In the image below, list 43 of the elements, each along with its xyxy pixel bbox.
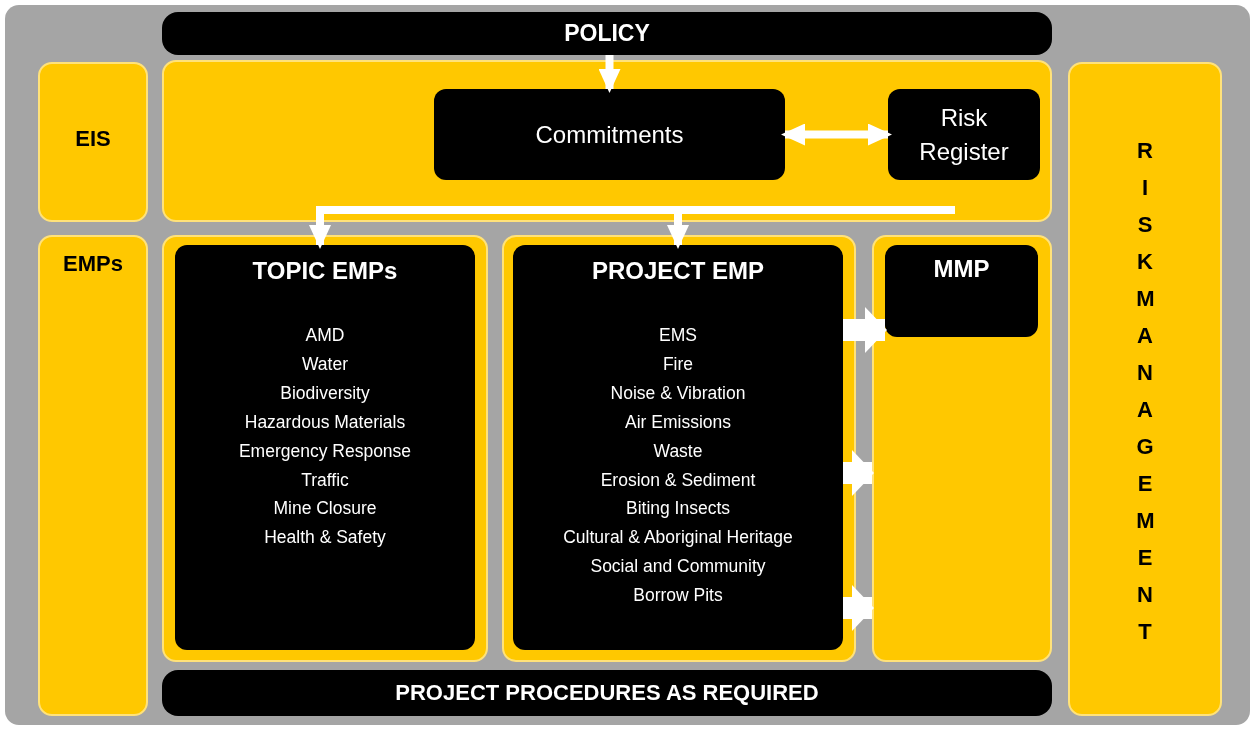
box-label: Risk Register (918, 102, 1010, 167)
section-label-panel (38, 235, 148, 716)
section-label-panel (38, 62, 148, 222)
list-item: AMD (305, 324, 345, 347)
box-title: PROJECT EMP (592, 257, 764, 285)
process-box (434, 89, 785, 180)
process-box (888, 89, 1040, 180)
list-item: Social and Community (590, 555, 766, 579)
list-item: Cultural & Aboriginal Heritage (563, 526, 793, 550)
list-item: Biodiversity (280, 381, 370, 405)
list-item: Fire (662, 352, 694, 376)
block-arrow (843, 585, 874, 631)
list-item: EMS (659, 324, 697, 347)
list-item: Biting Insects (625, 497, 731, 521)
heading-band (162, 12, 1052, 55)
box-label: Commitments (534, 119, 685, 150)
arrow (781, 123, 892, 146)
list-item: Erosion & Sediment (600, 468, 756, 492)
box-title: MMP (933, 255, 990, 283)
panel (872, 235, 1052, 662)
process-box (885, 245, 1038, 337)
list-item: Borrow Pits (633, 584, 723, 608)
panel (162, 60, 1052, 222)
list-item: Emergency Response (238, 439, 412, 463)
side-panel (1068, 62, 1222, 716)
section-label: EMPs (62, 251, 124, 277)
list-item: Noise & Vibration (610, 381, 746, 405)
heading: POLICY (564, 20, 650, 47)
list-item: Traffic (301, 468, 349, 492)
vertical-label: RISK MANAGEMENT (1136, 137, 1159, 646)
list-item: Air Emissions (625, 410, 731, 434)
block-arrow (843, 307, 887, 353)
section-label: EIS (74, 126, 112, 152)
list-item: Health & Safety (264, 526, 386, 550)
heading: PROJECT PROCEDURES AS REQUIRED (395, 680, 819, 706)
list-item: Waste (653, 439, 703, 463)
list-item: Hazardous Materials (244, 410, 406, 434)
box-title: TOPIC EMPs (252, 257, 398, 285)
list-item: Water (302, 352, 348, 376)
list-item: Mine Closure (273, 497, 377, 521)
block-arrow (843, 450, 874, 496)
heading-band (162, 670, 1052, 716)
arrow (598, 55, 621, 93)
